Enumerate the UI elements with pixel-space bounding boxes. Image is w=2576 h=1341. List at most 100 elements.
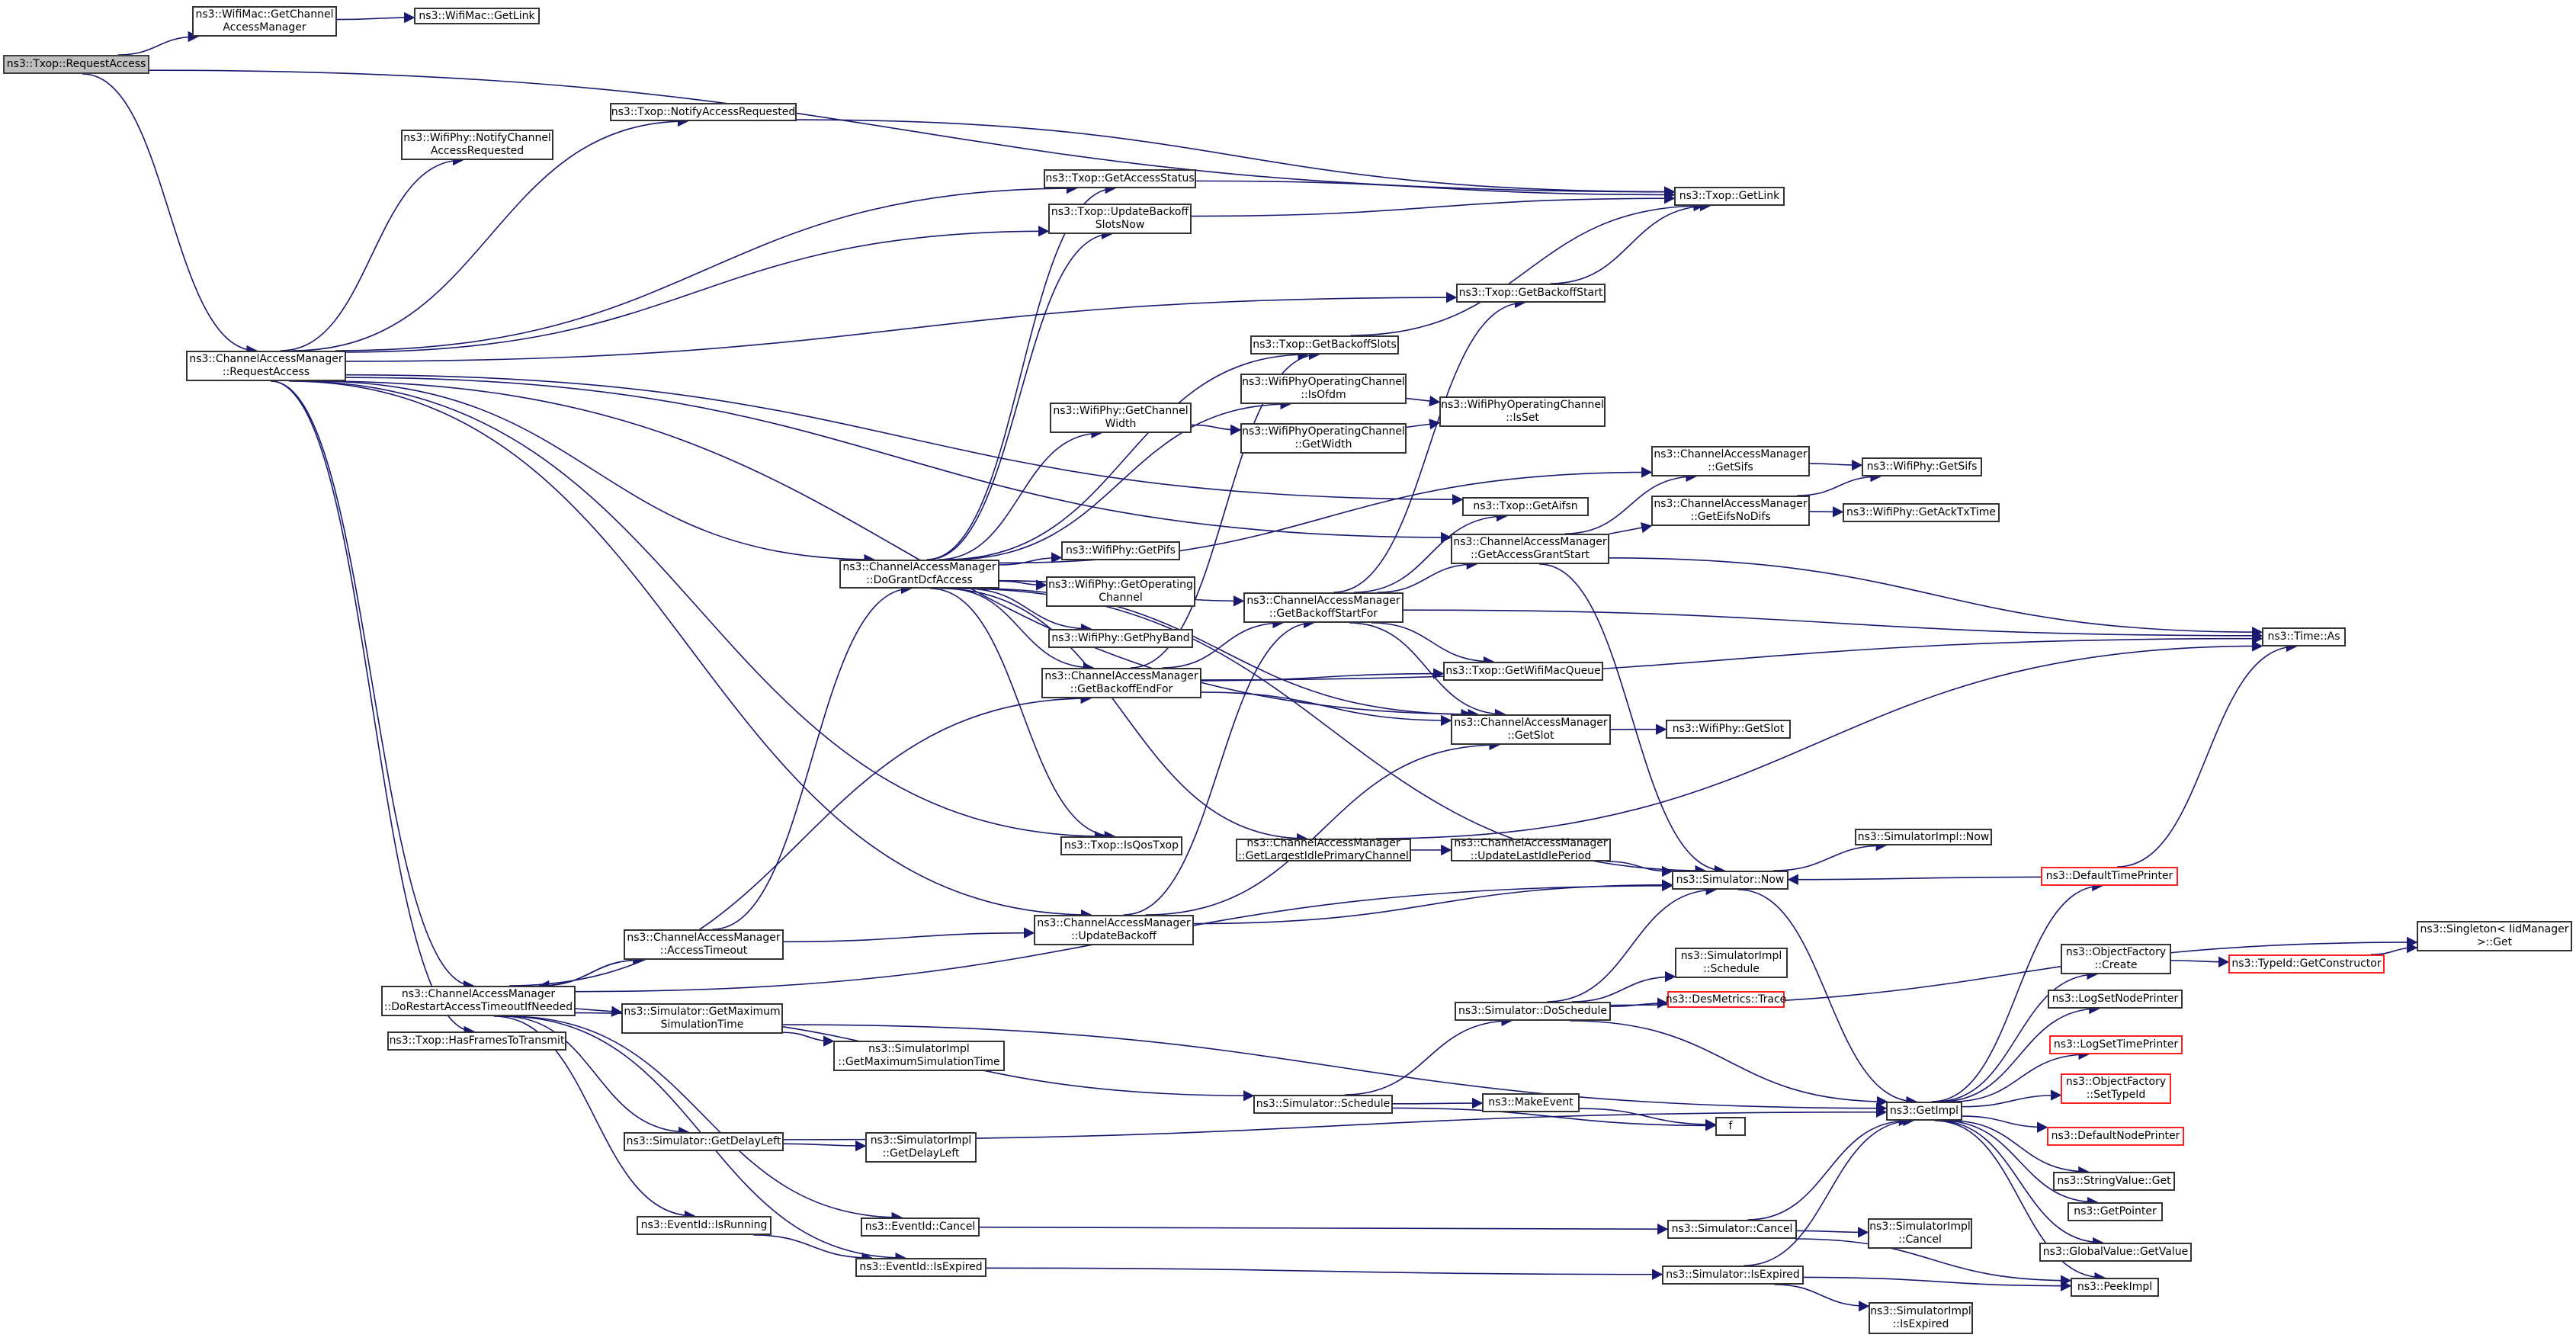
node-desmetrics-trace[interactable]: ns3::DesMetrics::Trace [1666,991,1786,1008]
node-objectfactory-create[interactable]: ns3::ObjectFactory ::Create [2061,944,2171,974]
node-simulatorimpl-getmaximumsimulationtime[interactable]: ns3::SimulatorImpl ::GetMaximumSimulatio… [833,1041,1005,1071]
node-wifiphyoperatingchannel-getwidth[interactable]: ns3::WifiPhyOperatingChannel ::GetWidth [1240,423,1407,454]
node-eventid-cancel[interactable]: ns3::EventId::Cancel [861,1217,980,1237]
edge-n6-to-n19 [345,374,1464,505]
node-defaultnodeprinter[interactable]: ns3::DefaultNodePrinter [2047,1127,2184,1146]
node-simulatorimpl-cancel[interactable]: ns3::SimulatorImpl ::Cancel [1868,1218,1972,1249]
node-simulator-schedule[interactable]: ns3::Simulator::Schedule [1253,1095,1393,1114]
node-channelaccessmanager-geteifsnodifs[interactable]: ns3::ChannelAccessManager ::GetEifsNoDif… [1651,496,1810,526]
node-simulatorimpl-schedule[interactable]: ns3::SimulatorImpl ::Schedule [1675,948,1788,978]
node-channelaccessmanager-dograntdcfaccess[interactable]: ns3::ChannelAccessManager ::DoGrantDcfAc… [839,560,999,589]
node-wifiphy-getchannel-width[interactable]: ns3::WifiPhy::GetChannel Width [1050,403,1192,433]
node-getpointer[interactable]: ns3::GetPointer [2068,1202,2163,1221]
edge-n55-to-n51 [1962,1089,2062,1108]
node-wifiphy-getacktxtime[interactable]: ns3::WifiPhy::GetAckTxTime [1843,503,2000,522]
node-simulator-getmaximum-simulationtime[interactable]: ns3::Simulator::GetMaximum SimulationTim… [621,1003,783,1034]
node-wifiphy-notifychannel-accessrequested[interactable]: ns3::WifiPhy::NotifyChannel AccessReques… [401,130,553,160]
node-channelaccessmanager-getlargestidleprimarychannel[interactable]: ns3::ChannelAccessManager ::GetLargestId… [1236,837,1411,862]
node-channelaccessmanager-getbackoffendfor[interactable]: ns3::ChannelAccessManager ::GetBackoffEn… [1041,668,1201,698]
node-simulator-getdelayleft[interactable]: ns3::Simulator::GetDelayLeft [624,1132,784,1151]
node-simulator-cancel[interactable]: ns3::Simulator::Cancel [1667,1220,1797,1239]
node-logsetnodeprinter[interactable]: ns3::LogSetNodePrinter [2048,990,2183,1009]
node-txop-requestaccess[interactable]: ns3::Txop::RequestAccess [3,55,149,74]
node-singleton-iidmanager-get[interactable]: ns3::Singleton< IidManager >::Get [2417,921,2572,951]
node-wifiphy-getpifs[interactable]: ns3::WifiPhy::GetPifs [1061,541,1180,560]
node-getimpl[interactable]: ns3::GetImpl [1886,1102,1962,1121]
node-txop-getbackoffstart[interactable]: ns3::Txop::GetBackoffStart [1456,284,1606,303]
edge-n26-to-n29 [1201,691,1452,727]
node-channelaccessmanager-accesstimeout[interactable]: ns3::ChannelAccessManager ::AccessTimeou… [624,929,784,960]
edge-n48-to-n39 [2370,942,2418,955]
edge-n0-to-n6 [82,73,258,357]
node-wifiphy-getoperating-channel[interactable]: ns3::WifiPhy::GetOperating Channel [1046,576,1195,607]
edge-n26-to-n28 [1201,633,2263,681]
edge-n52-to-n46 [1344,1015,1513,1096]
node-channelaccessmanager-dorestartaccesstimeoutifneeded[interactable]: ns3::ChannelAccessManager ::DoRestartAcc… [381,986,576,1016]
node-channelaccessmanager-getsifs[interactable]: ns3::ChannelAccessManager ::GetSifs [1651,446,1810,476]
node-txop-notifyaccessrequested[interactable]: ns3::Txop::NotifyAccessRequested [610,103,797,121]
node-wifiphy-getphyband[interactable]: ns3::WifiPhy::GetPhyBand [1048,629,1193,648]
node-txop-getaifsn[interactable]: ns3::Txop::GetAifsn [1462,497,1589,516]
node-channelaccessmanager-getslot[interactable]: ns3::ChannelAccessManager ::GetSlot [1451,714,1611,745]
edge-n26-to-n10 [1131,348,1320,669]
node-peekimpl[interactable]: ns3::PeekImpl [2071,1278,2159,1297]
node-wifiphy-getslot[interactable]: ns3::WifiPhy::GetSlot [1666,720,1791,739]
edge-n66-to-n67 [986,1267,1663,1280]
node-wifimac-getchannel-accessmanager[interactable]: ns3::WifiMac::GetChannel AccessManager [192,6,337,37]
node-channelaccessmanager-updatelastidleperiod[interactable]: ns3::ChannelAccessManager ::UpdateLastId… [1451,837,1611,862]
node-logsettimeprinter[interactable]: ns3::LogSetTimePrinter [2049,1035,2183,1054]
node-time-as[interactable]: ns3::Time::As [2262,627,2346,646]
node-channelaccessmanager-getaccessgrantstart[interactable]: ns3::ChannelAccessManager ::GetAccessGra… [1451,534,1609,564]
node-eventid-isexpired[interactable]: ns3::EventId::IsExpired [855,1258,986,1277]
node-simulatorimpl-getdelayleft[interactable]: ns3::SimulatorImpl ::GetDelayLeft [865,1132,977,1163]
node-simulator-doschedule[interactable]: ns3::Simulator::DoSchedule [1455,1002,1611,1021]
node-globalvalue-getvalue[interactable]: ns3::GlobalValue::GetValue [2039,1243,2192,1262]
node-simulator-isexpired[interactable]: ns3::Simulator::IsExpired [1662,1266,1804,1285]
node-txop-getwifimacqueue[interactable]: ns3::Txop::GetWifiMacQueue [1443,662,1603,681]
node-wifiphyoperatingchannel-isset[interactable]: ns3::WifiPhyOperatingChannel ::IsSet [1439,396,1606,427]
node-eventid-isrunning[interactable]: ns3::EventId::IsRunning [637,1216,772,1235]
node-stringvalue-get[interactable]: ns3::StringValue::Get [2053,1172,2175,1191]
edge-n26-to-n25 [1162,617,1284,669]
edge-n0-to-n1 [117,30,200,56]
node-txop-getlink[interactable]: ns3::Txop::GetLink [1674,187,1785,206]
edge-n6-to-n4 [281,154,464,351]
edge-n47-to-n48 [2170,956,2230,968]
edge-n46-to-n55 [1570,1020,1888,1108]
edge-n63-to-n60 [1796,1227,1869,1238]
node-txop-getaccessstatus[interactable]: ns3::Txop::GetAccessStatus [1044,169,1196,188]
node-txop-updatebackoff-slotsnow[interactable]: ns3::Txop::UpdateBackoff SlotsNow [1048,204,1192,234]
node-makeevent[interactable]: ns3::MakeEvent [1482,1093,1580,1112]
node-txop-isqostxop[interactable]: ns3::Txop::IsQosTxop [1060,836,1182,855]
node-channelaccessmanager-updatebackoff[interactable]: ns3::ChannelAccessManager ::UpdateBackof… [1034,915,1194,945]
edge-n22-to-n14 [938,427,1102,560]
edge-n6-to-n38 [289,380,1092,921]
node-objectfactory-settypeid[interactable]: ns3::ObjectFactory ::SetTypeId [2061,1073,2171,1104]
edge-n22-to-n32 [940,588,1308,845]
edge-n33-to-n35 [1606,861,1673,877]
node-simulatorimpl-isexpired[interactable]: ns3::SimulatorImpl ::IsExpired [1869,1302,1973,1334]
edge-n1-to-n2 [336,11,415,24]
node-wifimac-getlink[interactable]: ns3::WifiMac::GetLink [414,8,540,24]
edge-n63-to-n68 [1795,1238,2072,1286]
edge-n55-to-n47 [1936,968,2098,1102]
edge-n42-to-n55 [782,1024,1888,1114]
node-channelaccessmanager-requestaccess[interactable]: ns3::ChannelAccessManager ::RequestAcces… [186,351,346,381]
node-wifiphyoperatingchannel-isofdm[interactable]: ns3::WifiPhyOperatingChannel ::IsOfdm [1240,374,1407,404]
node-simulatorimpl-now[interactable]: ns3::SimulatorImpl::Now [1855,829,1992,845]
edge-n22-to-n21 [999,552,1063,566]
edge-n37-to-n38 [783,927,1035,943]
node-simulator-now[interactable]: ns3::Simulator::Now [1672,871,1788,890]
edge-n40-to-n64 [493,1015,696,1222]
node-defaulttimeprinter[interactable]: ns3::DefaultTimePrinter [2041,867,2178,886]
edge-n55-to-n68 [1934,1120,2106,1284]
node-f[interactable]: f [1715,1117,1746,1136]
node-txop-hasframestotransmit[interactable]: ns3::Txop::HasFramesToTransmit [387,1031,566,1051]
node-typeid-getconstructor[interactable]: ns3::TypeId::GetConstructor [2228,954,2385,974]
node-txop-getbackoffslots[interactable]: ns3::Txop::GetBackoffSlots [1250,335,1399,354]
edge-n22-to-n8 [927,228,1113,560]
node-wifiphy-getsifs[interactable]: ns3::WifiPhy::GetSifs [1862,457,1982,476]
edge-n14-to-n13 [1191,424,1242,436]
node-channelaccessmanager-getbackoffstartfor[interactable]: ns3::ChannelAccessManager ::GetBackoffSt… [1243,592,1403,623]
edge-n25-to-n20 [1377,558,1478,593]
